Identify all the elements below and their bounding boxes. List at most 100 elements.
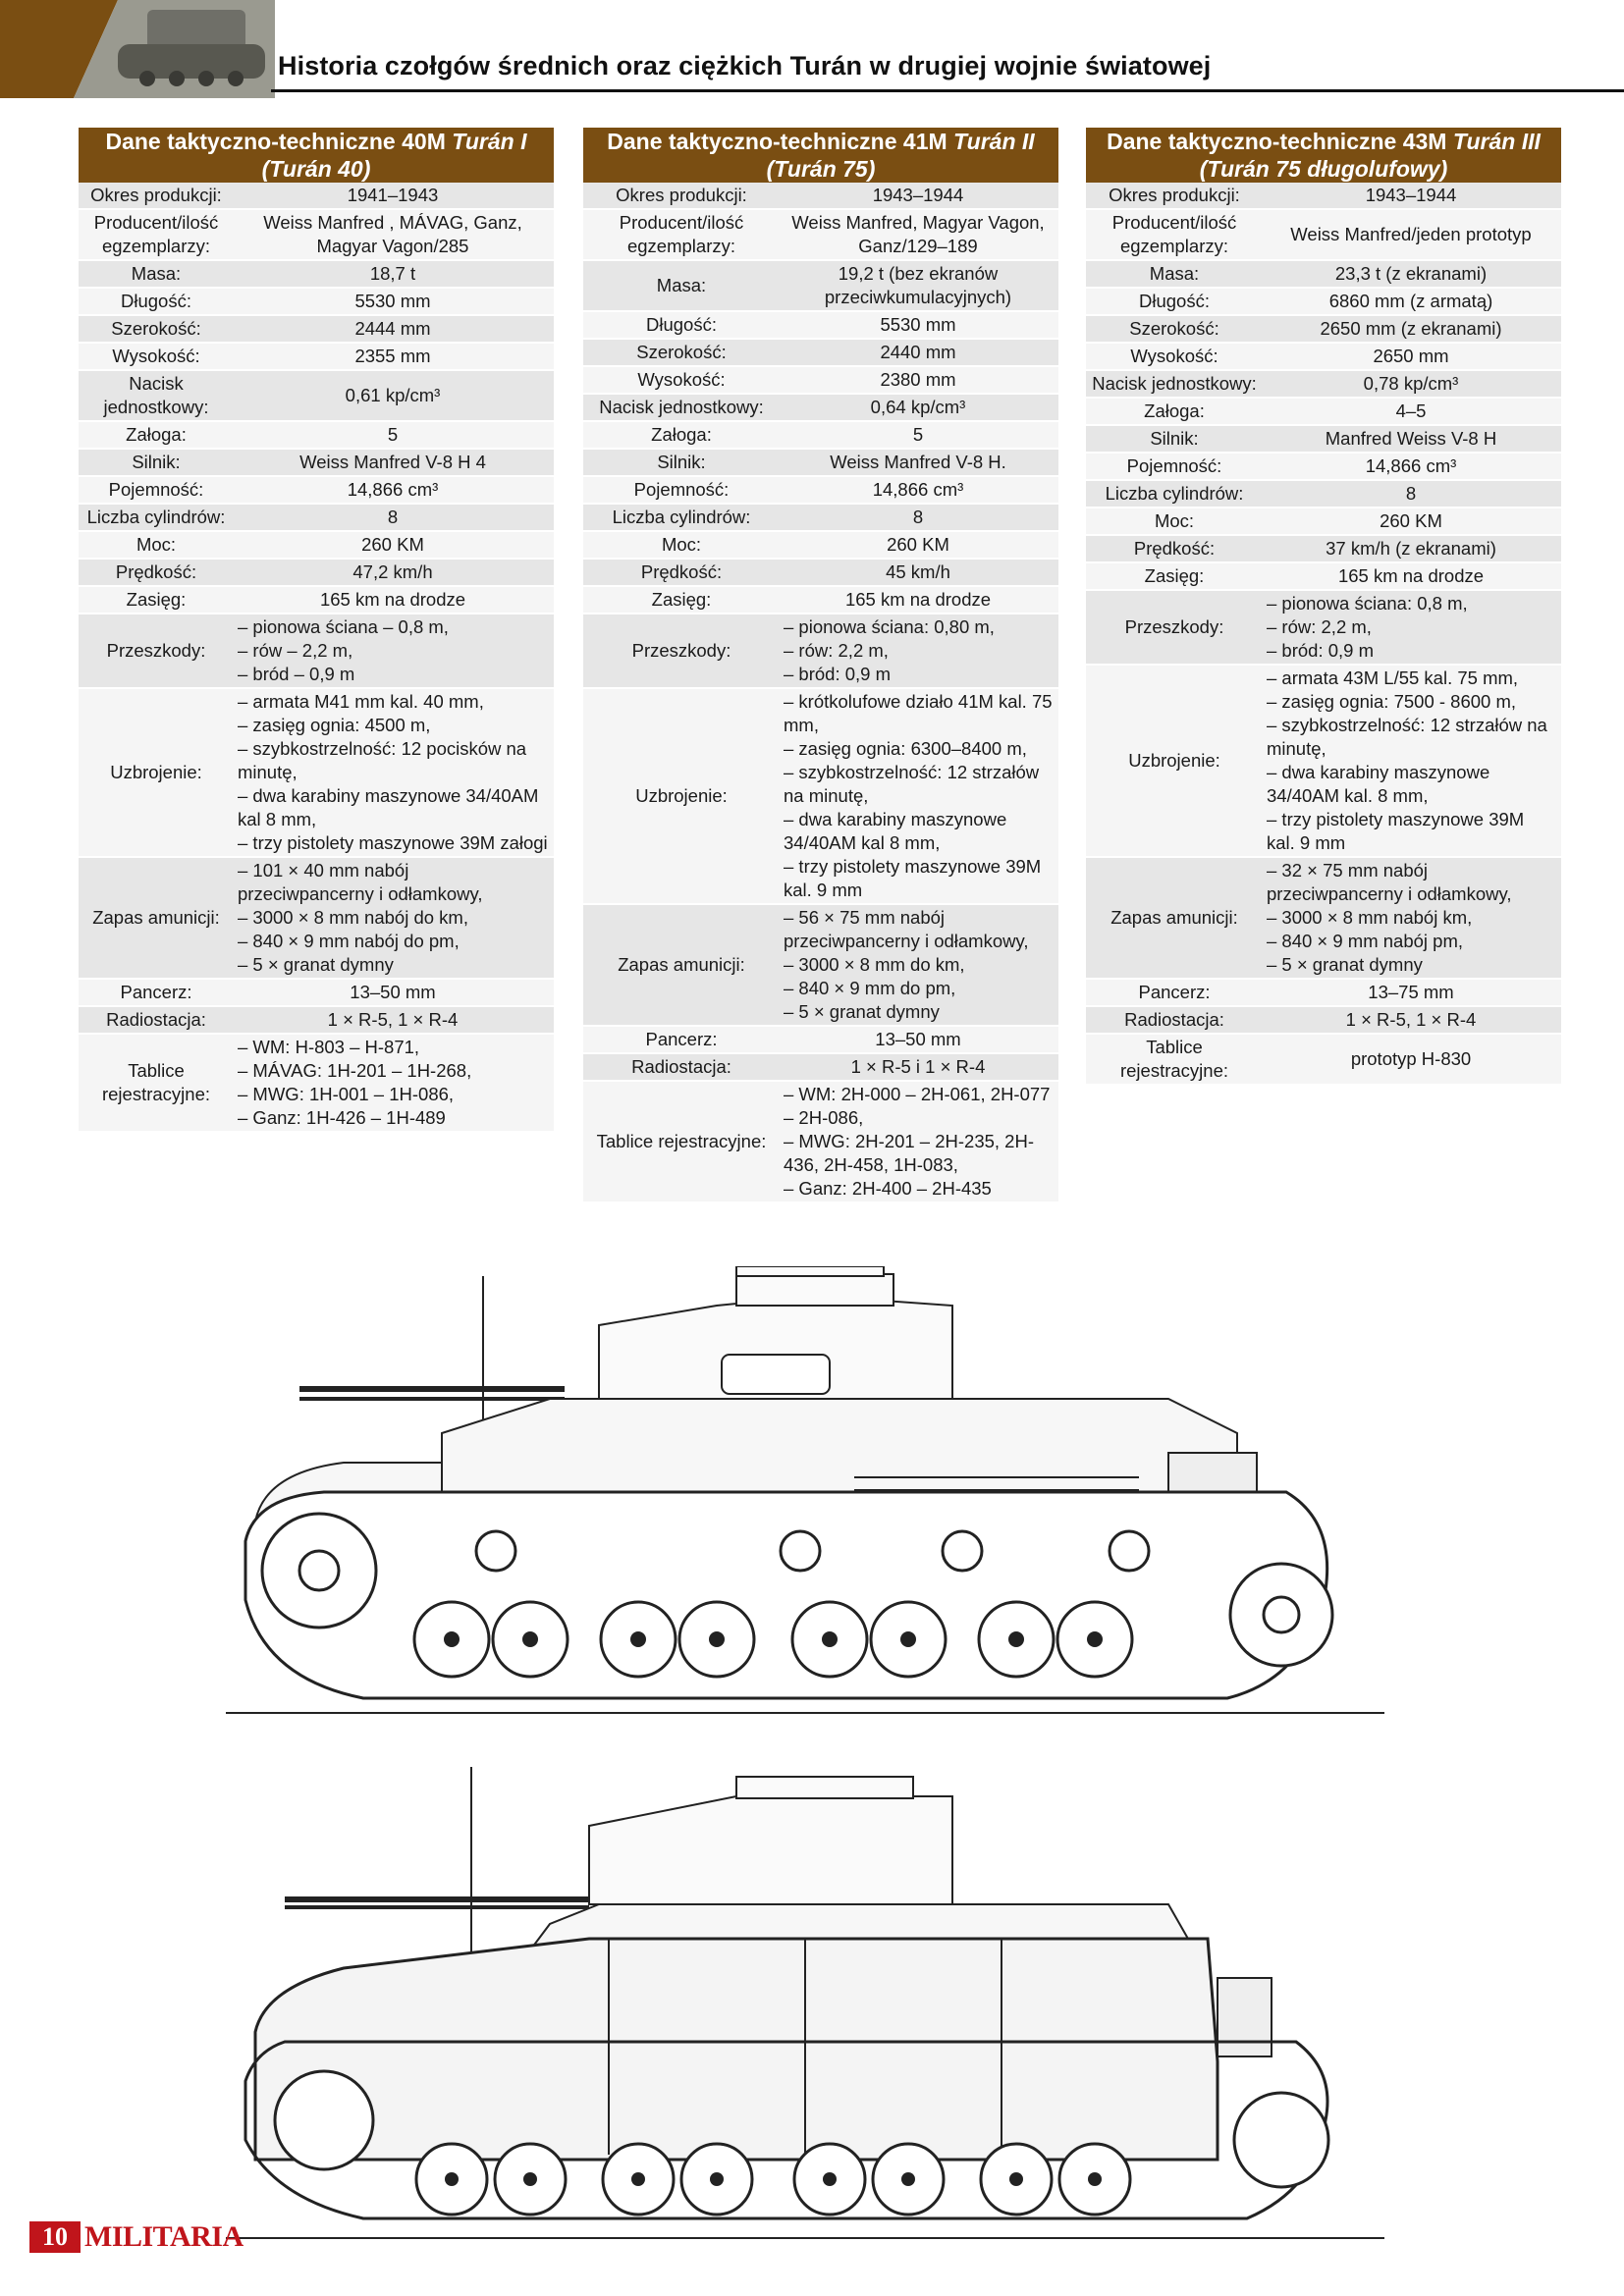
- page-number: 10: [29, 2221, 81, 2253]
- spec-row: Masa:23,3 t (z ekranami): [1086, 261, 1561, 289]
- spec-value: 1 × R-5, 1 × R-4: [1345, 1009, 1477, 1030]
- spec-key: Radiostacja:: [631, 1056, 731, 1077]
- spec-value: 1 × R-5, 1 × R-4: [327, 1009, 459, 1030]
- spec-key: Tablice rejestracyjne:: [101, 1060, 210, 1104]
- spec-value: 19,2 t (bez ekranów przeciwkumulacyjnych…: [824, 263, 1012, 307]
- spec-value: – 32 × 75 mm nabój przeciwpancerny i odł…: [1267, 860, 1512, 975]
- spec-key: Długość:: [1139, 291, 1210, 311]
- spec-key: Masa:: [131, 263, 182, 284]
- spec-row: Masa: 18,7 t: [79, 261, 554, 289]
- spec-value: 13–50 mm: [875, 1029, 961, 1049]
- spec-table-43m: Dane taktyczno-techniczne 43M Turán III …: [1086, 128, 1561, 1086]
- spec-row: Silnik: Weiss Manfred V-8 H 4: [79, 450, 554, 477]
- spec-row: Przeszkody: – pionowa ściana – 0,8 m, – r…: [79, 614, 554, 689]
- spec-key: Pancerz:: [120, 982, 192, 1002]
- spec-key: Zasięg:: [126, 589, 187, 610]
- spec-key: Pancerz:: [645, 1029, 718, 1049]
- spec-value: 5530 mm: [354, 291, 431, 311]
- spec-value: – armata 43M L/55 kal. 75 mm, – zasięg o…: [1267, 667, 1547, 853]
- spec-row: Uzbrojenie:– krótkolufowe działo 41M kal…: [583, 689, 1058, 905]
- spec-value: – WM: 2H-000 – 2H-061, 2H-077 – 2H-086, …: [784, 1084, 1051, 1199]
- spec-table-title: Dane taktyczno-techniczne 43M Turán III …: [1086, 128, 1561, 183]
- spec-key: Producent/ilość egzemplarzy:: [1111, 212, 1237, 256]
- spec-key: Liczba cylindrów:: [1105, 483, 1244, 504]
- spec-key: Przeszkody:: [106, 640, 206, 661]
- spec-row: Okres produkcji:1943–1944: [583, 183, 1058, 210]
- spec-value: Weiss Manfred , MÁVAG, Ganz, Magyar Vago…: [263, 212, 522, 256]
- spec-key: Liczba cylindrów:: [612, 507, 751, 527]
- spec-table-40m: Dane taktyczno-techniczne 40M Turán I (T…: [79, 128, 554, 1133]
- spec-value: Weiss Manfred V-8 H 4: [299, 452, 486, 472]
- spec-key: Okres produkcji:: [90, 185, 222, 205]
- spec-key: Tablice rejestracyjne:: [1119, 1037, 1228, 1081]
- spec-key: Szerokość:: [111, 318, 201, 339]
- spec-value: – armata M41 mm kal. 40 mm, – zasięg ogn…: [238, 691, 548, 853]
- spec-row: Zapas amunicji:– 101 × 40 mm nabój przec…: [79, 858, 554, 980]
- spec-key: Radiostacja:: [1124, 1009, 1224, 1030]
- spec-value: – pionowa ściana – 0,8 m, – rów – 2,2 m,…: [238, 616, 449, 684]
- spec-key: Uzbrojenie:: [1128, 750, 1220, 771]
- spec-table-41m: Dane taktyczno-techniczne 41M Turán II (…: [583, 128, 1058, 1203]
- spec-value: 260 KM: [361, 534, 424, 555]
- spec-key: Prędkość:: [1133, 538, 1216, 559]
- spec-key: Uzbrojenie:: [110, 762, 202, 782]
- spec-value: 0,61 kp/cm³: [345, 385, 441, 405]
- spec-row: Pancerz: 13–50 mm: [583, 1027, 1058, 1054]
- spec-key: Załoga:: [1144, 400, 1205, 421]
- spec-row: Tablice rejestracyjne: – WM: 2H-000 – 2H-…: [583, 1082, 1058, 1203]
- spec-value: 18,7 t: [369, 263, 416, 284]
- spec-value: 2355 mm: [354, 346, 431, 366]
- spec-row: Radiostacja:1 × R-5 i 1 × R-4: [583, 1054, 1058, 1082]
- spec-key: Silnik:: [657, 452, 706, 472]
- spec-key: Zasięg:: [1144, 565, 1205, 586]
- spec-key: Moc:: [135, 534, 177, 555]
- spec-key: Pojemność:: [633, 479, 730, 500]
- page-header-title: Historia czołgów średnich oraz ciężkich …: [278, 51, 1212, 80]
- spec-row: Nacisk jednostkowy:0,78 kp/cm³: [1086, 371, 1561, 399]
- spec-row: Liczba cylindrów: 8: [1086, 481, 1561, 508]
- spec-key: Prędkość:: [115, 561, 197, 582]
- spec-row: Moc:260 KM: [1086, 508, 1561, 536]
- spec-value: 2650 mm (z ekranami): [1320, 318, 1502, 339]
- spec-key: Masa:: [656, 275, 707, 295]
- spec-value: – pionowa ściana: 0,8 m, – rów: 2,2 m, –…: [1267, 593, 1468, 661]
- spec-row: Liczba cylindrów:8: [583, 505, 1058, 532]
- spec-key: Wysokość:: [112, 346, 200, 366]
- spec-value: Weiss Manfred V-8 H.: [830, 452, 1006, 472]
- spec-value: 2440 mm: [880, 342, 956, 362]
- spec-value: 37 km/h (z ekranami): [1326, 538, 1496, 559]
- spec-row: Zasięg:165 km na drodze: [79, 587, 554, 614]
- spec-value: 13–50 mm: [350, 982, 436, 1002]
- spec-key: Okres produkcji:: [616, 185, 747, 205]
- spec-row: Uzbrojenie: – armata 43M L/55 kal. 75 mm,…: [1086, 666, 1561, 858]
- spec-row: Długość:5530 mm: [583, 312, 1058, 340]
- spec-value: 260 KM: [1380, 510, 1442, 531]
- spec-row: Wysokość: 2355 mm: [79, 344, 554, 371]
- spec-value: 1943–1944: [1365, 185, 1457, 205]
- spec-value: 8: [1405, 483, 1417, 504]
- spec-value: Weiss Manfred/jeden prototyp: [1290, 224, 1532, 244]
- spec-value: 14,866 cm³: [347, 479, 439, 500]
- spec-key: Tablice rejestracyjne:: [596, 1131, 767, 1151]
- spec-row: Załoga:5: [583, 422, 1058, 450]
- spec-value: 13–75 mm: [1368, 982, 1454, 1002]
- spec-row: Liczba cylindrów:8: [79, 505, 554, 532]
- spec-key: Silnik:: [132, 452, 181, 472]
- spec-table-title: Dane taktyczno-techniczne 40M Turán I (T…: [79, 128, 554, 183]
- spec-row: Prędkość: 37 km/h (z ekranami): [1086, 536, 1561, 563]
- spec-key: Liczba cylindrów:: [86, 507, 226, 527]
- tank-profile-drawing-turan-iii: [226, 1767, 1384, 2239]
- spec-row: Producent/ilość egzemplarzy: Weiss Manfre…: [1086, 210, 1561, 261]
- spec-value: 6860 mm (z armatą): [1328, 291, 1493, 311]
- spec-value: prototyp H-830: [1350, 1048, 1472, 1069]
- spec-key: Przeszkody:: [1124, 616, 1224, 637]
- spec-key: Moc:: [661, 534, 702, 555]
- spec-row: Przeszkody:– pionowa ściana: 0,80 m, – r…: [583, 614, 1058, 689]
- spec-row: Producent/ilość egzemplarzy:Weiss Manfre…: [79, 210, 554, 261]
- spec-value: 2444 mm: [354, 318, 431, 339]
- spec-value: 23,3 t (z ekranami): [1334, 263, 1488, 284]
- spec-value: – 56 × 75 mm nabój przeciwpancerny i odł…: [784, 907, 1029, 1022]
- spec-key: Szerokość:: [636, 342, 727, 362]
- spec-key: Zapas amunicji:: [1110, 907, 1238, 928]
